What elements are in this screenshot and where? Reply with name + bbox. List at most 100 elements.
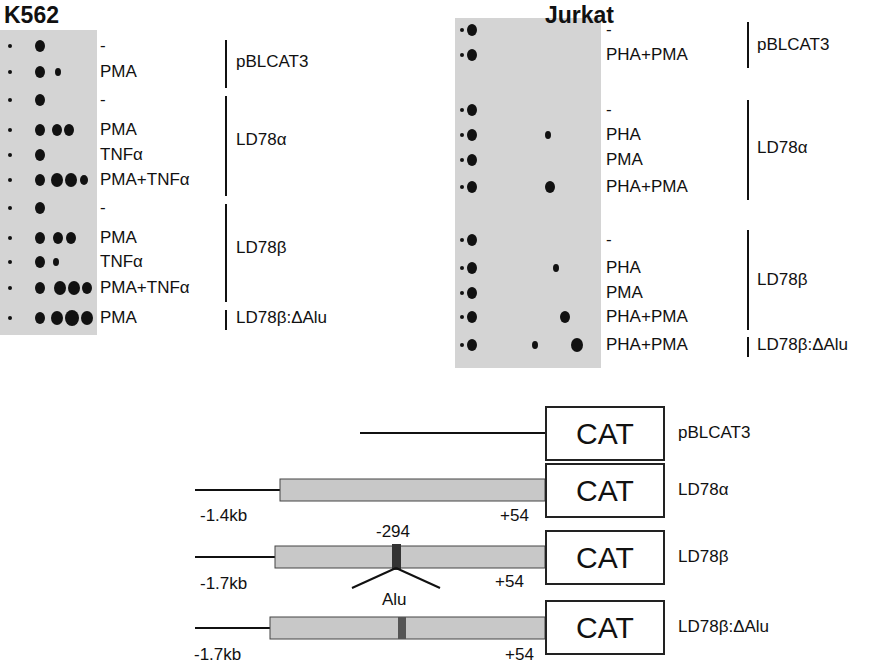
tlc-spot <box>545 181 555 193</box>
figure-label: pBLCAT3 <box>236 52 308 72</box>
figure-label: LD78α <box>678 480 728 500</box>
figure-label: +54 <box>495 572 524 592</box>
figure-label: PHA <box>606 258 641 278</box>
tlc-spot <box>81 311 93 325</box>
figure-label: TNFα <box>100 145 143 165</box>
figure-label: -1.7kb <box>200 574 247 594</box>
figure-label: PMA <box>606 283 643 303</box>
tlc-spot <box>8 98 12 102</box>
figure-label: TNFα <box>100 252 143 272</box>
tlc-spot <box>8 128 12 132</box>
tlc-spot <box>53 258 59 266</box>
tlc-spot <box>52 124 62 136</box>
promoter-region <box>280 479 545 501</box>
tlc-spot <box>460 185 464 189</box>
tlc-spot <box>467 339 477 351</box>
tlc-spot <box>54 281 66 295</box>
promoter-region <box>275 546 545 568</box>
alu-insert-lines <box>352 568 440 588</box>
tlc-spot <box>55 68 61 76</box>
tlc-spot <box>553 264 559 272</box>
tlc-spot <box>560 311 570 323</box>
tlc-spot <box>467 287 477 299</box>
tlc-spot <box>8 153 12 157</box>
figure-label: pBLCAT3 <box>678 423 750 443</box>
tlc-spot <box>467 154 477 166</box>
tlc-spot <box>68 281 80 295</box>
tlc-plate <box>455 18 601 368</box>
figure-label: - <box>606 100 612 120</box>
figure-label: PMA+TNFα <box>100 170 190 190</box>
tlc-spot <box>467 104 477 116</box>
tlc-spot <box>460 133 464 137</box>
figure-label: PMA <box>100 62 137 82</box>
figure-label: PHA <box>606 125 641 145</box>
tlc-spot <box>80 175 88 185</box>
figure-label: LD78α <box>757 138 807 158</box>
tlc-spot <box>460 238 464 242</box>
tlc-spot <box>8 178 12 182</box>
reporter-name: CAT <box>576 417 634 451</box>
construct-lines <box>195 433 545 628</box>
group-brackets <box>226 22 748 357</box>
alu-deletion-site <box>398 617 406 639</box>
tlc-spot <box>65 173 77 187</box>
tlc-spot <box>51 311 63 325</box>
reporter-box: CAT <box>545 600 665 655</box>
figure-label: LD78β <box>678 547 728 567</box>
tlc-spot <box>35 232 45 244</box>
tlc-spot <box>467 49 477 61</box>
tlc-spot <box>467 24 477 36</box>
tlc-spot <box>460 53 464 57</box>
tlc-plate <box>0 30 97 335</box>
tlc-spot <box>51 173 63 187</box>
figure-label: PMA+TNFα <box>100 278 190 298</box>
figure-label: PHA+PMA <box>606 177 688 197</box>
figure-label: PMA <box>100 228 137 248</box>
tlc-spot <box>64 124 74 136</box>
figure-label: +54 <box>505 645 534 665</box>
tlc-spot <box>8 70 12 74</box>
figure-label: LD78β:ΔAlu <box>757 335 848 355</box>
tlc-spot <box>8 260 12 264</box>
promoter-region <box>270 617 545 639</box>
figure-label: PMA <box>100 120 137 140</box>
tlc-spot <box>571 338 583 352</box>
tlc-spot <box>66 232 76 244</box>
figure-label: LD78β <box>757 270 807 290</box>
tlc-spot <box>35 40 45 52</box>
tlc-spot <box>460 158 464 162</box>
reporter-box: CAT <box>545 406 665 461</box>
figure-label: PMA <box>606 150 643 170</box>
tlc-spot <box>467 262 477 274</box>
tlc-spot <box>460 343 464 347</box>
tlc-spot <box>460 108 464 112</box>
tlc-spot <box>460 28 464 32</box>
tlc-spot <box>467 181 477 193</box>
tlc-spot <box>35 124 45 136</box>
figure-label: LD78α <box>236 130 286 150</box>
figure-label: PMA <box>100 308 137 328</box>
panel-title: K562 <box>4 2 59 28</box>
figure-label: Alu <box>382 590 407 610</box>
figure-label: - <box>606 230 612 250</box>
tlc-spot <box>467 311 477 323</box>
tlc-spot <box>8 206 12 210</box>
figure-label: -1.7kb <box>194 645 241 665</box>
figure-label: - <box>100 36 106 56</box>
tlc-spot <box>82 282 92 294</box>
tlc-spot <box>460 266 464 270</box>
reporter-name: CAT <box>576 541 634 575</box>
tlc-spot <box>8 236 12 240</box>
tlc-spot <box>545 131 551 139</box>
reporter-name: CAT <box>576 474 634 508</box>
figure-label: LD78β:ΔAlu <box>236 308 327 328</box>
tlc-spot <box>35 256 45 268</box>
figure-label: pBLCAT3 <box>757 35 829 55</box>
figure-label: LD78β <box>236 238 286 258</box>
figure-label: PHA+PMA <box>606 335 688 355</box>
tlc-spot <box>532 341 538 349</box>
tlc-spot <box>467 234 477 246</box>
